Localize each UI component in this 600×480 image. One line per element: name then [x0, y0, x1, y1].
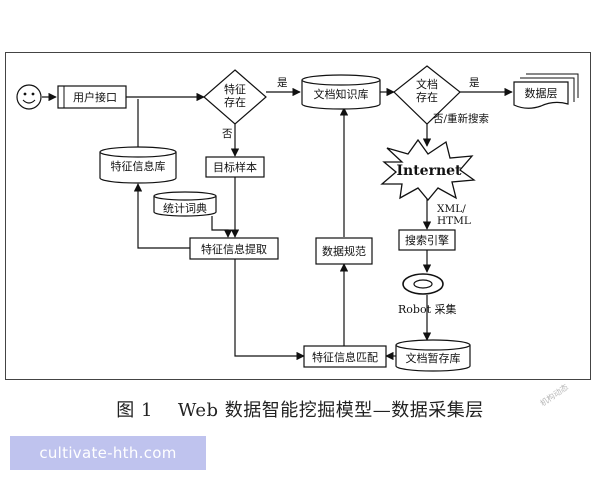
node-internet-label: Internet — [396, 163, 462, 179]
node-feature-exists: 特征存在 — [203, 69, 267, 125]
node-doc-knowledge-base-label: 文档知识库 — [314, 87, 369, 101]
node-data-normalization-label: 数据规范 — [322, 244, 366, 258]
node-feature-matching-label: 特征信息匹配 — [312, 350, 378, 364]
edge-extraction-to-feature-info-base — [133, 183, 190, 249]
edge-label-yes-1: 是 — [277, 77, 288, 89]
flow-diagram: 用户接口 特征存在 文档知识库 文档存在 数据层 特征信息库 目标样本 — [16, 65, 579, 372]
node-target-sample-label: 目标样本 — [213, 160, 257, 174]
robot-disc-icon — [402, 273, 444, 295]
node-internet: Internet — [380, 138, 476, 202]
node-stat-dictionary-label: 统计词典 — [163, 201, 207, 215]
figure-number: 图 1 — [116, 400, 153, 421]
node-doc-exists: 文档存在 — [393, 65, 461, 125]
node-stat-dictionary: 统计词典 — [153, 191, 217, 217]
node-robot-collect-label: Robot 采集 — [398, 302, 457, 316]
node-user-interface-label: 用户接口 — [73, 90, 117, 104]
edge-dictionary-to-extraction — [211, 216, 233, 238]
edge-label-no-1: 否 — [222, 128, 233, 140]
node-feature-extraction-label: 特征信息提取 — [201, 242, 267, 256]
site-watermark: cultivate-hth.com — [10, 436, 206, 470]
node-feature-exists-label: 特征存在 — [224, 82, 246, 109]
node-data-layer-label: 数据层 — [525, 86, 558, 100]
edge-label-xml-html: XML/HTML — [437, 203, 471, 227]
edge-extraction-to-matching — [234, 259, 305, 361]
node-doc-temp-store: 文档暂存库 — [395, 339, 471, 372]
node-doc-knowledge-base: 文档知识库 — [301, 74, 381, 110]
node-target-sample: 目标样本 — [205, 156, 265, 178]
edge-label-no-research: 否/重新搜索 — [433, 112, 489, 125]
node-data-normalization: 数据规范 — [315, 237, 373, 265]
node-feature-info-base: 特征信息库 — [99, 146, 177, 184]
figure-caption: 图 1 Web 数据智能挖掘模型—数据采集层 — [0, 396, 600, 422]
user-smiley-icon — [16, 84, 42, 110]
node-feature-matching: 特征信息匹配 — [303, 345, 387, 368]
edges — [42, 87, 513, 361]
node-search-engine: 搜索引擎 — [398, 229, 456, 251]
node-feature-info-base-label: 特征信息库 — [111, 159, 166, 173]
diagram-frame — [5, 52, 591, 380]
node-doc-temp-store-label: 文档暂存库 — [406, 351, 461, 365]
node-search-engine-label: 搜索引擎 — [405, 233, 449, 247]
node-data-layer: 数据层 — [513, 73, 579, 109]
figure-title: Web 数据智能挖掘模型—数据采集层 — [177, 400, 484, 421]
node-doc-exists-label: 文档存在 — [416, 77, 438, 104]
edge-label-yes-2: 是 — [469, 77, 480, 89]
node-user-interface: 用户接口 — [57, 85, 127, 109]
node-feature-extraction: 特征信息提取 — [189, 237, 279, 260]
